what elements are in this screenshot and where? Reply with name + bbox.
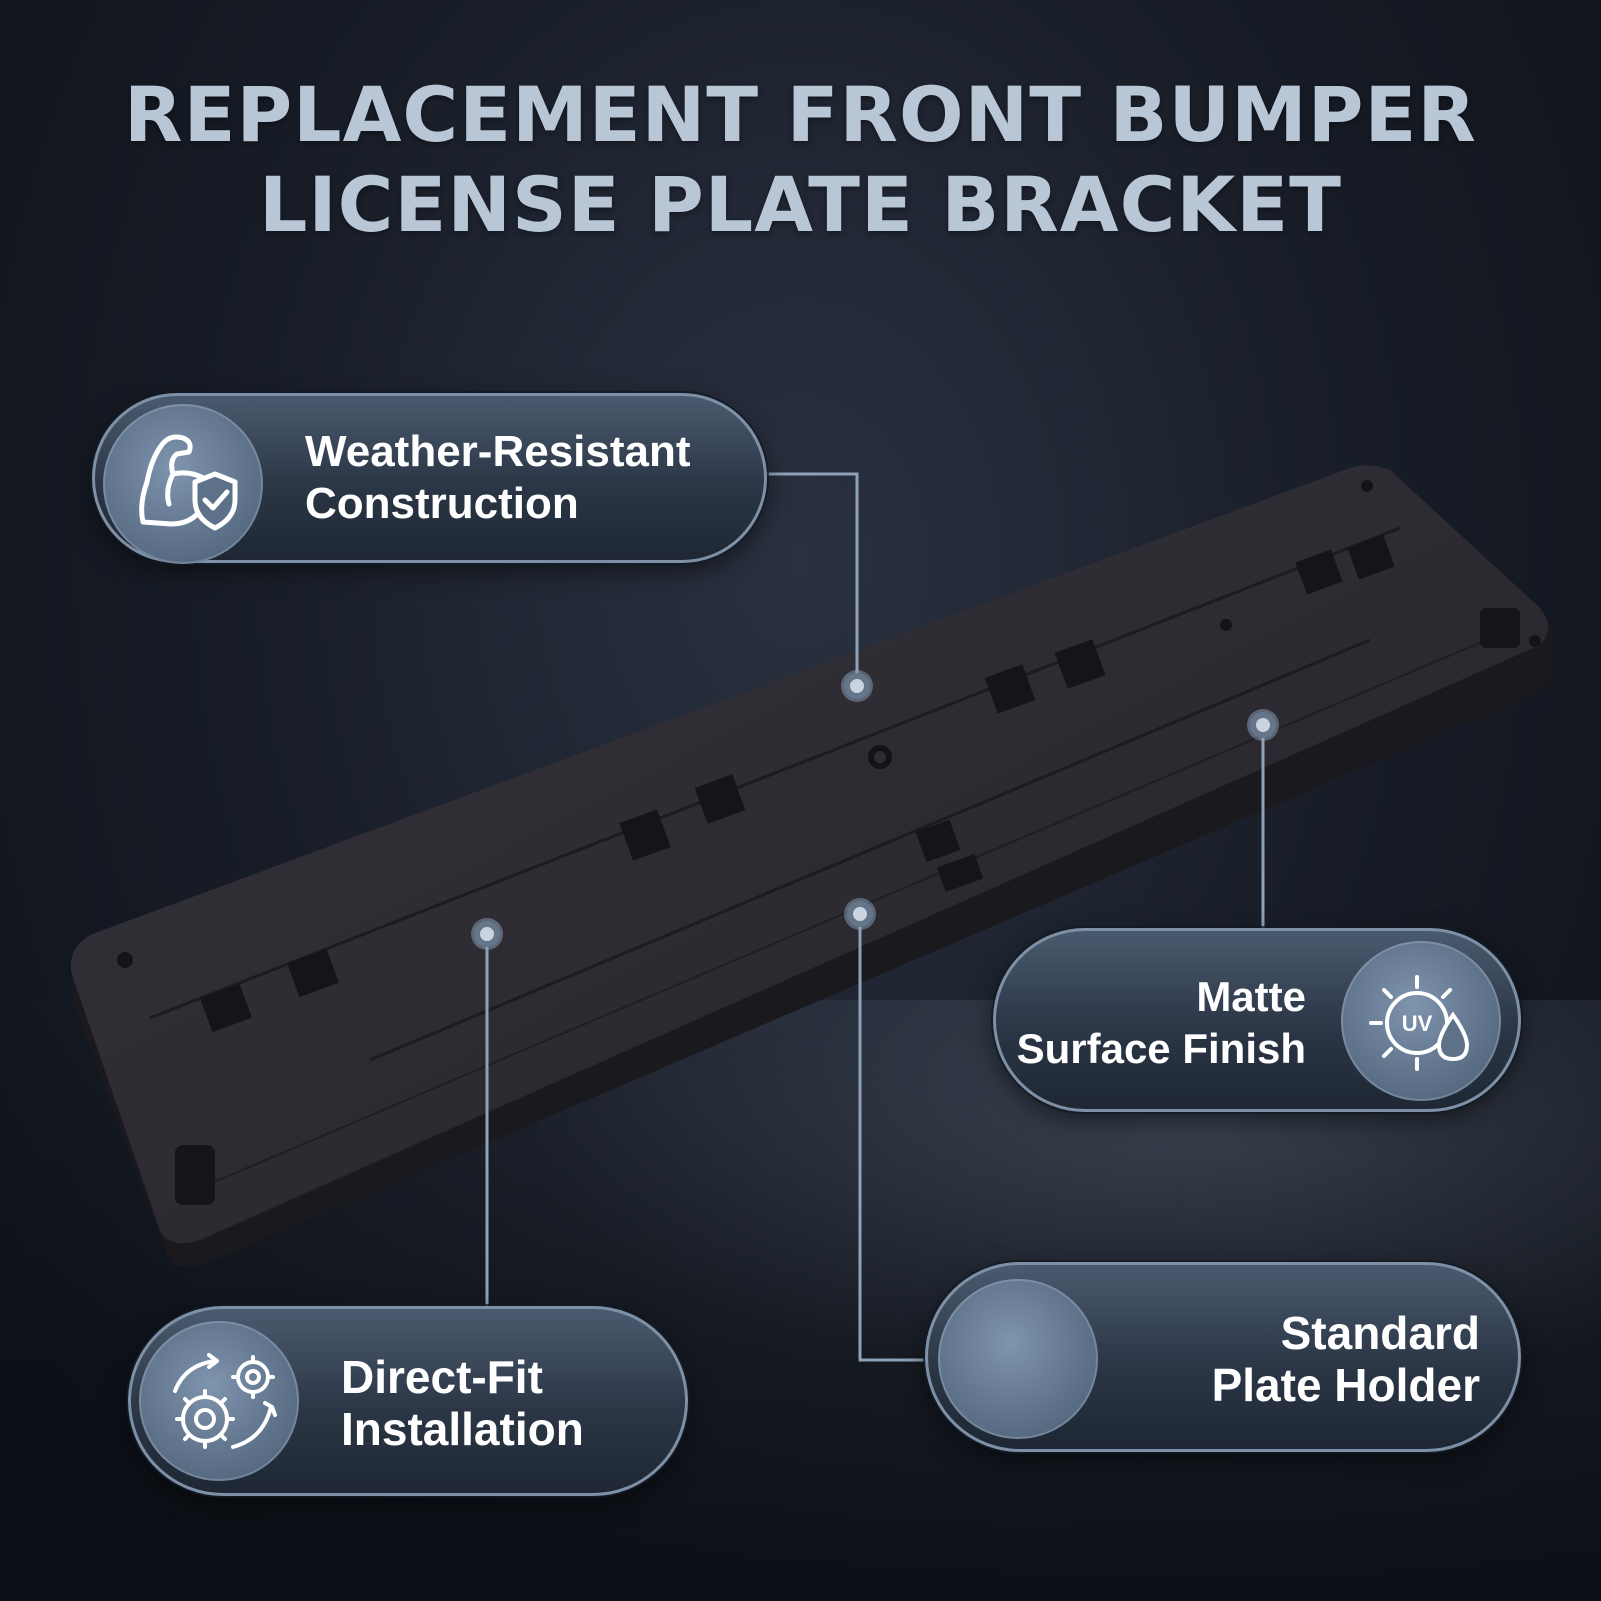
feature-icon-badge: UV: [1341, 941, 1501, 1101]
title-line-1: REPLACEMENT FRONT BUMPER: [124, 70, 1477, 159]
feature-direct-fit: Direct-Fit Installation: [128, 1306, 688, 1496]
connector-dot-direct-fit: [474, 921, 500, 947]
feature-label: Direct-Fit Installation: [341, 1351, 584, 1455]
feature-label: Standard Plate Holder: [1212, 1307, 1480, 1411]
connector-dot-standard: [847, 901, 873, 927]
connector-dot-matte: [1250, 712, 1276, 738]
feature-icon-badge: [139, 1321, 299, 1481]
feature-matte-finish: UV Matte Surface Finish: [993, 928, 1521, 1112]
feature-line-2: Plate Holder: [1211, 1359, 1480, 1411]
feature-line-1: Matte: [1196, 973, 1306, 1020]
arm-shield-icon: [139, 434, 238, 531]
connector-lines: [485, 472, 1265, 1362]
title-line-2: LICENSE PLATE BRACKET: [258, 160, 1343, 249]
feature-line-1: Direct-Fit: [341, 1351, 543, 1403]
feature-line-1: Weather-Resistant: [305, 427, 691, 476]
feature-icon-badge: [938, 1279, 1098, 1439]
feature-icon-badge: [103, 404, 263, 564]
feature-line-2: Construction: [305, 479, 579, 528]
connector-dot-weather: [844, 673, 870, 699]
feature-line-1: Standard: [1280, 1307, 1480, 1359]
feature-line-2: Installation: [341, 1403, 584, 1455]
feature-label: Matte Surface Finish: [1017, 971, 1306, 1075]
gears-icon: [173, 1353, 277, 1449]
feature-weather-resistant: Weather-Resistant Construction: [92, 393, 767, 564]
uv-water-icon: UV: [1369, 975, 1470, 1071]
page-title: REPLACEMENT FRONT BUMPER LICENSE PLATE B…: [0, 70, 1601, 250]
feature-line-2: Surface Finish: [1016, 1025, 1306, 1072]
license-plate-bracket: [70, 465, 1555, 1267]
feature-standard-holder: Standard Plate Holder: [925, 1262, 1521, 1452]
feature-label: Weather-Resistant Construction: [305, 426, 691, 530]
uv-icon-text: UV: [1402, 1011, 1433, 1036]
